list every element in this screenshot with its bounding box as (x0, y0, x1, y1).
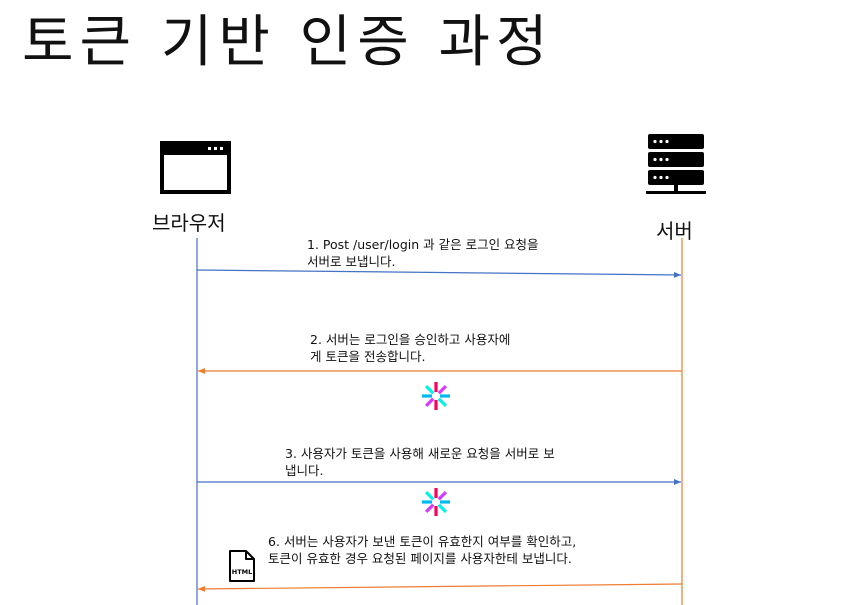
server-label: 서버 (656, 219, 693, 243)
message-line: 토큰이 유효한 경우 요청된 페이지를 사용자한테 보냅니다. (268, 551, 572, 566)
message-line: 게 토큰을 전송합니다. (310, 349, 426, 364)
html-file-icon-text: HTML (232, 568, 252, 576)
message-line: 1. Post /user/login 과 같은 로그인 요청을 (307, 237, 539, 252)
server-rack-icon (646, 134, 706, 194)
message-line: 냅니다. (285, 463, 324, 478)
html-file-icon: HTML (229, 550, 255, 582)
jwt-logo-icon (422, 488, 450, 516)
message-line: 3. 사용자가 토큰을 사용해 새로운 요청을 서버로 보 (285, 446, 555, 461)
message-label-4: 6. 서버는 사용자가 보낸 토큰이 유효한지 여부를 확인하고, 토큰이 유효한… (268, 533, 648, 567)
jwt-logo-icon (422, 382, 450, 410)
client-label: 브라우저 (152, 211, 226, 235)
message-label-4-text: 6. 서버는 사용자가 보낸 토큰이 유효한지 여부를 확인하고, 토큰이 유효한… (268, 534, 576, 566)
message-line: 2. 서버는 로그인을 승인하고 사용자에 (310, 332, 511, 347)
browser-window-icon (160, 141, 231, 194)
message-arrow-1 (196, 269, 682, 278)
page-title: 토큰 기반 인증 과정 (22, 10, 554, 75)
message-line: 6. 서버는 사용자가 보낸 토큰이 유효한지 여부를 확인하고, (268, 534, 577, 549)
message-line: 서버로 보냅니다. (307, 254, 396, 269)
message-arrow-4 (197, 583, 683, 592)
